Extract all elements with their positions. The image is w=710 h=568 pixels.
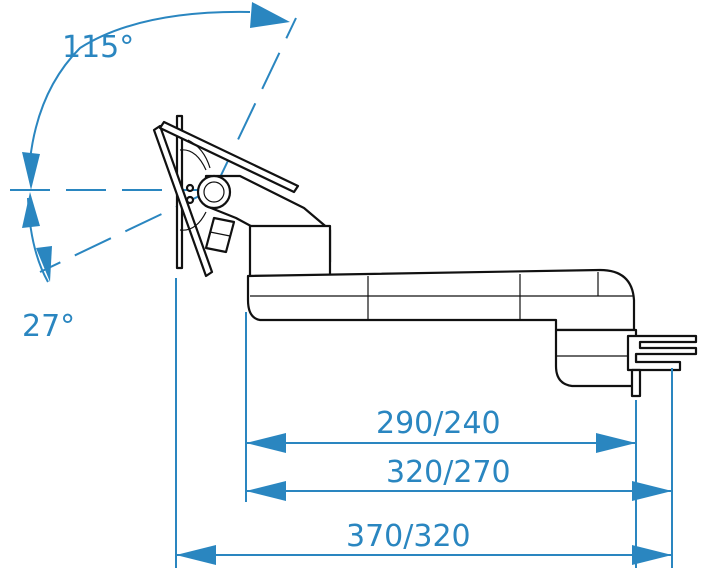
dimension-inner-arrow-right [596, 433, 636, 453]
dimension-outer-arrow-right [632, 545, 672, 565]
clamp-bracket [626, 334, 698, 372]
lower-angle-arrow-top [22, 192, 40, 228]
tilt-knob [196, 174, 232, 210]
monitor-plates [152, 114, 300, 278]
arm-lower-segment [554, 328, 638, 388]
dimension-inner: 290/240 [246, 406, 636, 453]
monitor-plate-tilted-up [158, 120, 300, 194]
tilt-handle [204, 216, 236, 254]
lower-angle-label: 27° [22, 309, 75, 344]
lower-angle-dimension: 27° [22, 192, 75, 344]
upper-angle-label: 115° [62, 30, 134, 65]
desk-clamp [626, 334, 698, 398]
upper-angle-arrow-top [250, 2, 290, 28]
dimension-inner-label: 290/240 [376, 406, 501, 441]
dimension-middle-label: 320/270 [386, 455, 511, 490]
clamp-screw [630, 368, 642, 398]
lower-angle-arrow-bottom [36, 246, 52, 282]
dimension-outer-arrow-left [176, 545, 216, 565]
dimension-outer: 370/320 [176, 519, 672, 565]
arm-riser [248, 224, 332, 278]
upper-tilt-line [213, 17, 297, 191]
dimension-outer-label: 370/320 [346, 519, 471, 554]
arm-segment [246, 268, 636, 332]
dimension-middle-arrow-right [632, 481, 672, 501]
monitor-plate-tilted-back [152, 124, 214, 278]
upper-angle-arrow-bottom [22, 152, 40, 190]
arm-body [246, 224, 638, 388]
dimension-inner-arrow-left [246, 433, 286, 453]
dimension-middle: 320/270 [246, 455, 672, 501]
upper-angle-dimension: 115° [22, 2, 290, 190]
dimension-middle-arrow-left [246, 481, 286, 501]
